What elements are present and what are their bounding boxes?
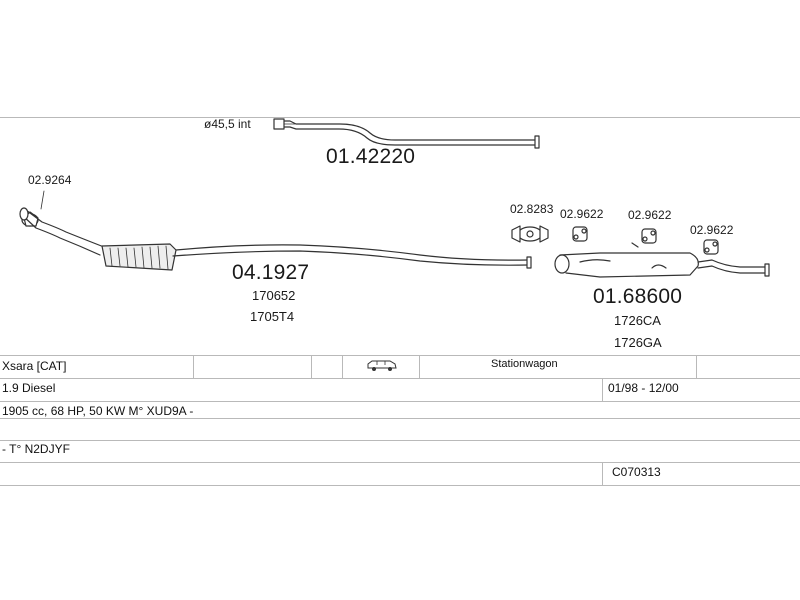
table-rule [0,462,800,463]
hanger-1-drawing [572,226,588,242]
table-divider [193,355,194,378]
part-number-catalyst: 04.1927 [232,261,310,284]
clamp-drawing [511,225,549,243]
engine-cell: 1.9 Diesel [2,381,56,395]
parts-drawing [19,118,770,278]
rear-silencer-ref-1: 1726CA [614,313,661,328]
top-border [0,117,800,118]
front-pipe-drawing [273,118,540,149]
table-divider [311,355,312,378]
table-divider [602,462,603,485]
part-number-hanger-3: 02.9622 [690,223,734,237]
table-rule [0,440,800,441]
car-icon [366,358,398,375]
catalog-code-cell: C070313 [612,465,661,479]
part-number-hanger-1: 02.9622 [560,207,604,221]
model-cell: Xsara [CAT] [2,359,67,373]
table-rule [0,355,800,356]
rear-silencer-drawing [554,252,770,278]
hanger-3-drawing [703,239,719,255]
engine-detail-cell: 1905 cc, 68 HP, 50 KW M° XUD9A - [2,404,194,418]
catalyst-pipe-drawing [19,207,532,271]
catalyst-ref-2: 1705T4 [250,309,295,324]
pipe-diameter-label: ø45,5 int [204,117,251,131]
body-type-cell: Stationwagon [491,358,558,370]
years-cell: 01/98 - 12/00 [608,381,679,395]
table-rule [0,418,800,419]
hanger-2-drawing [631,228,657,248]
part-number-gasket: 02.9264 [28,173,72,187]
table-divider [342,355,343,378]
table-divider [419,355,420,378]
part-number-rear-silencer: 01.68600 [593,285,683,308]
part-number-hanger-2: 02.9622 [628,208,672,222]
table-divider [696,355,697,378]
table-rule [0,485,800,486]
type-code-cell: - T° N2DJYF [2,442,70,456]
table-divider [602,378,603,401]
table-rule [0,378,800,379]
part-number-front-pipe: 01.42220 [326,145,416,168]
rear-silencer-ref-2: 1726GA [614,335,662,350]
part-number-clamp: 02.8283 [510,202,554,216]
catalyst-ref-1: 170652 [252,288,296,303]
table-rule [0,401,800,402]
